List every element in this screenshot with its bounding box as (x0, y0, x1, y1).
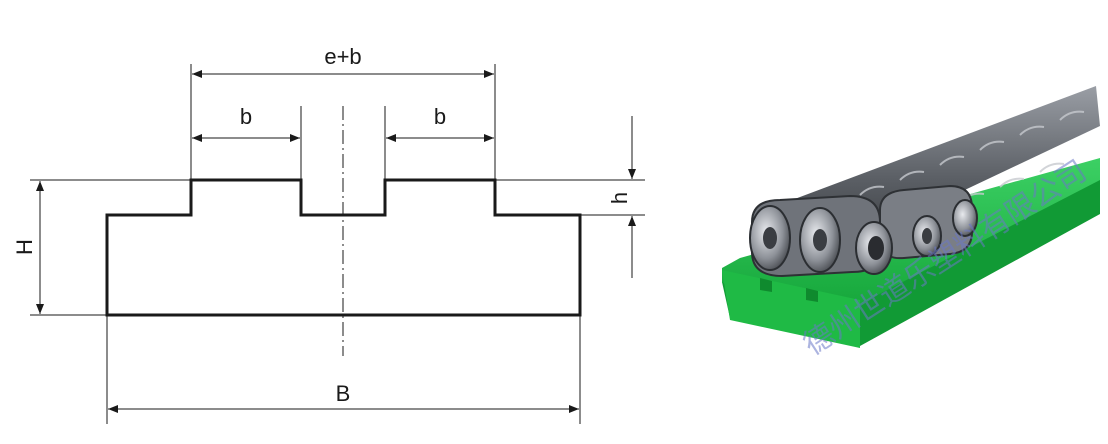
label-B-width: B (336, 381, 351, 406)
profile-outline (105, 178, 582, 317)
label-b-right: b (434, 104, 446, 129)
product-photo: 德州世道乐塑料有限公司 (722, 86, 1100, 363)
guide-groove (760, 278, 772, 292)
guide-rail-end (722, 270, 860, 348)
label-e-plus-b: e+b (324, 44, 361, 69)
cross-section-drawing: e+b b b h H B (12, 44, 645, 424)
chain-rollers (749, 199, 978, 275)
label-h-small: h (607, 192, 632, 204)
label-b-left: b (240, 104, 252, 129)
guide-groove (806, 288, 818, 302)
label-H-large: H (12, 239, 37, 255)
extension-lines (30, 64, 645, 424)
